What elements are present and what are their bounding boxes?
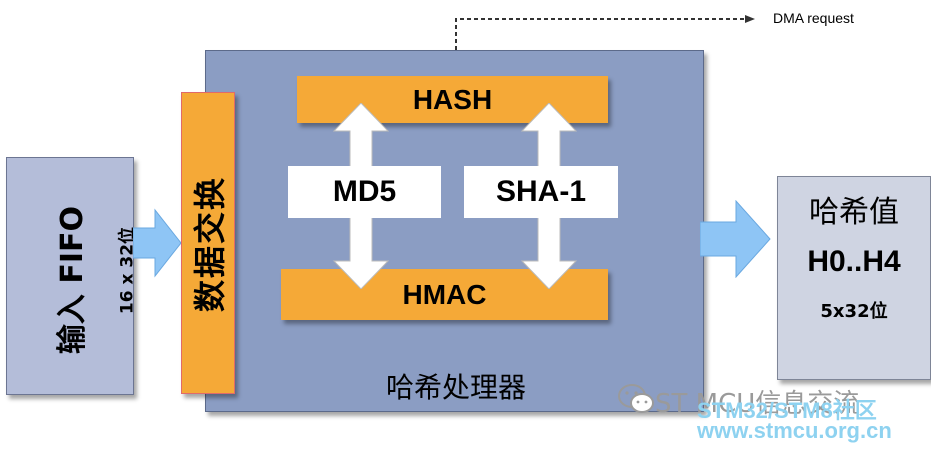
data-exchange-label: 数据交换: [191, 176, 229, 313]
wechat-icon: [618, 384, 654, 413]
hash-value-registers: H0..H4: [807, 245, 901, 278]
hash-value-width: 5x32位: [820, 301, 888, 322]
dma-request-line: [455, 15, 755, 50]
hash-value-title: 哈希值: [809, 195, 899, 230]
hash-processor-label: 哈希处理器: [386, 371, 527, 404]
watermark-url: www.stmcu.org.cn: [697, 418, 892, 443]
hash-value-block: 哈希值 H0..H4 5x32位: [777, 176, 931, 380]
input-fifo-block: 输入 FIFO 16 x 32位: [6, 157, 138, 395]
input-arrow: [133, 208, 182, 278]
sha1-box: SHA-1: [464, 166, 618, 218]
output-arrow: [700, 200, 771, 278]
data-exchange-block: 数据交换: [181, 92, 235, 394]
watermark-site: STM32/STM8社区: [697, 398, 877, 423]
watermark-brand: ST MCU信息交流: [655, 389, 860, 419]
input-fifo-title: 输入 FIFO: [55, 205, 90, 355]
dma-request-label: DMA request: [773, 10, 854, 26]
md5-box: MD5: [288, 166, 441, 218]
